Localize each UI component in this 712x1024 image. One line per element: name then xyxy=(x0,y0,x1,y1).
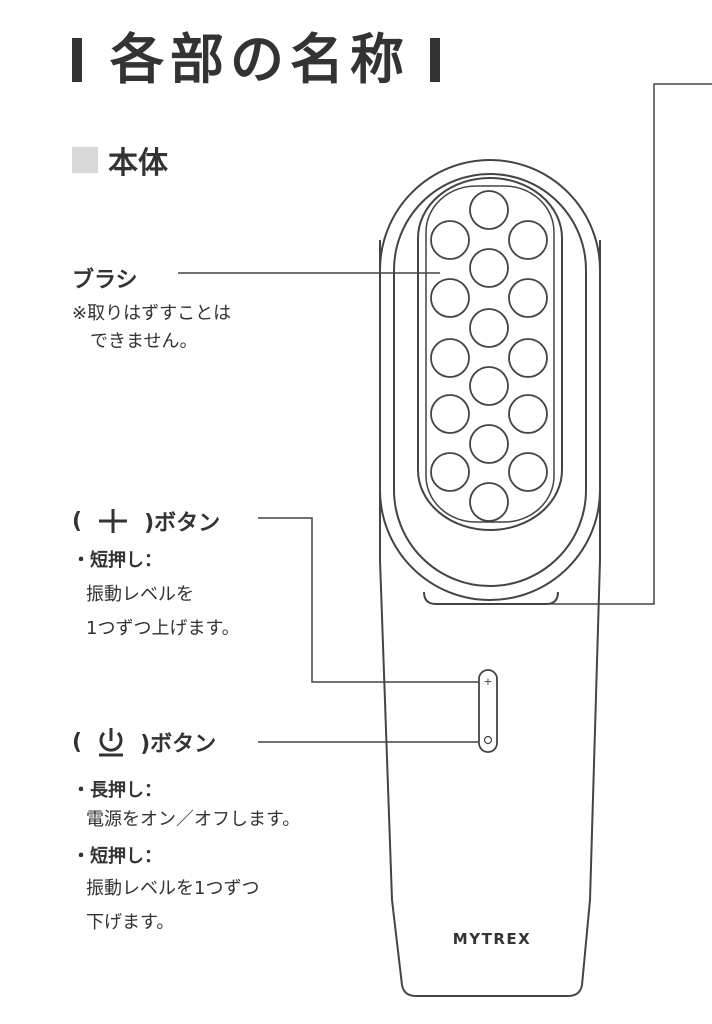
power-close-label: )ボタン xyxy=(140,732,217,757)
plus-short-desc: 振動レベルを 1つずつ上げます。 xyxy=(86,584,240,639)
brush-nodule xyxy=(508,278,548,318)
brush-nodule xyxy=(469,424,509,464)
plus-icon xyxy=(96,507,130,535)
brush-nodule xyxy=(430,220,470,260)
power-short-press: ・短押し： xyxy=(72,846,162,867)
brush-nodule xyxy=(508,220,548,260)
plus-open-paren: ( xyxy=(72,508,83,534)
head-leader xyxy=(546,83,712,605)
title-bar-left xyxy=(72,38,82,82)
plus-close-label: )ボタン xyxy=(144,511,221,536)
power-open-paren: ( xyxy=(72,729,83,755)
section-square xyxy=(72,147,98,173)
title-text: 各部の名称 xyxy=(110,28,410,91)
plus-short-press: ・短押し： xyxy=(72,550,162,571)
brush-nodule xyxy=(469,248,509,288)
plus-leader xyxy=(258,517,478,683)
brush-note: ※取りはずすことは できません。 xyxy=(72,303,232,352)
brush-nodule xyxy=(469,366,509,406)
strip-plus-mark: + xyxy=(483,675,492,688)
brush-label: ブラシ xyxy=(72,268,138,293)
brush-nodule xyxy=(469,482,509,522)
strip-power-mark xyxy=(483,735,493,745)
brush-nodule xyxy=(508,394,548,434)
power-icon xyxy=(94,727,128,757)
brand-logo: MYTREX xyxy=(452,930,532,948)
plus-button-label: ( )ボタン xyxy=(72,505,220,537)
power-long-press: ・長押し： xyxy=(72,780,162,801)
section-title: 本体 xyxy=(108,146,168,181)
title-bar-right xyxy=(430,38,440,82)
brush-nodule xyxy=(469,308,509,348)
power-button-label: ( )ボタン xyxy=(72,726,216,758)
brush-nodule xyxy=(430,338,470,378)
power-short-desc: 振動レベルを1つずつ 下げます。 xyxy=(86,878,260,933)
power-long-desc: 電源をオン／オフします。 xyxy=(86,809,301,830)
page-title: 各部の名称 xyxy=(72,28,440,92)
brush-nodule xyxy=(508,338,548,378)
brush-nodule xyxy=(430,452,470,492)
control-strip xyxy=(478,669,498,753)
brush-nodule xyxy=(469,190,509,230)
brush-nodule xyxy=(508,452,548,492)
brush-nodule xyxy=(430,278,470,318)
brush-nodule xyxy=(430,394,470,434)
section-heading: 本体 xyxy=(72,138,168,182)
